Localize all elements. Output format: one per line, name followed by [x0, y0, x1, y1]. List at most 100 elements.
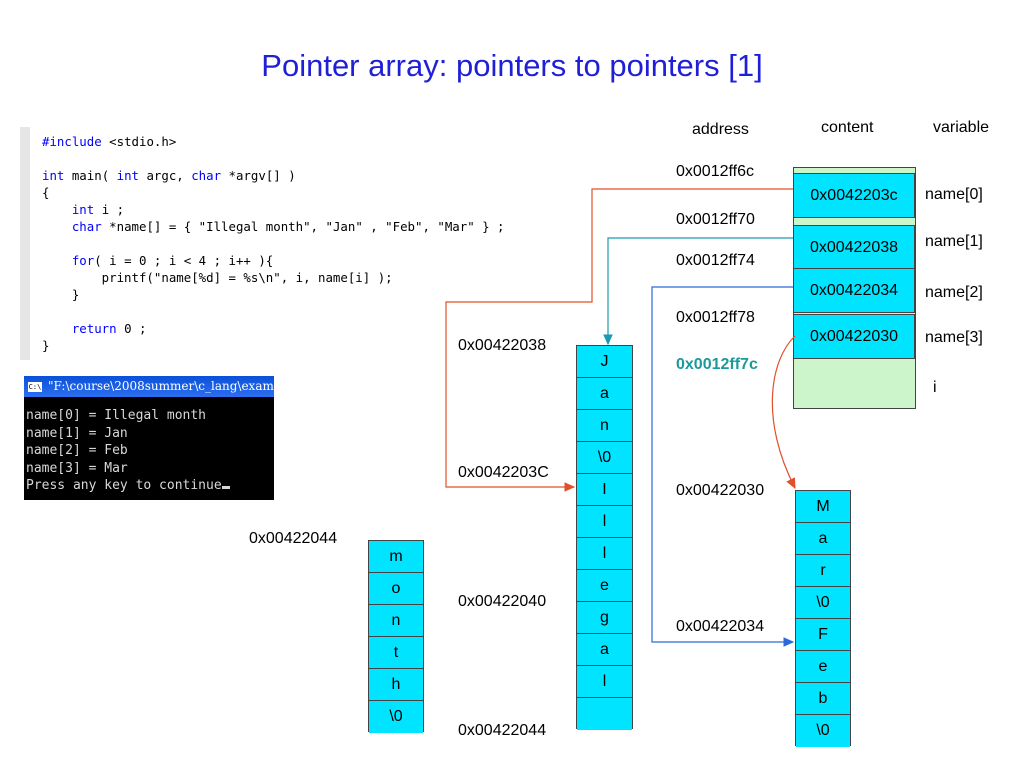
console-cursor	[221, 486, 230, 489]
header-content: content	[821, 119, 874, 136]
code-line: return 0 ;	[42, 320, 568, 337]
console-line: name[0] = Illegal month	[26, 408, 207, 423]
char-cell: \0	[796, 587, 850, 619]
code-token: for	[71, 253, 95, 268]
arrow-name1	[603, 237, 793, 346]
variable-label: name[1]	[925, 233, 983, 250]
char-cell: J	[577, 346, 632, 378]
char-cell: I	[577, 474, 632, 506]
console-title-bar[interactable]: C:\ "F:\course\2008summer\c_lang\exam	[24, 376, 274, 397]
address-label: 0x0012ff6c	[676, 163, 754, 180]
console-icon: C:\	[28, 381, 42, 392]
code-token: }	[42, 338, 50, 353]
code-line: char *name[] = { "Illegal month", "Jan" …	[42, 218, 568, 235]
console-line: name[1] = Jan	[26, 425, 128, 441]
code-token: main(	[64, 168, 117, 183]
code-token: *name[] = { "Illegal month", "Jan" , "Fe…	[101, 219, 505, 234]
code-token: char	[191, 168, 222, 183]
pointer-cell: 0x00422034	[793, 268, 915, 313]
address-label: 0x0012ff70	[676, 211, 755, 228]
code-token: #include	[42, 134, 102, 149]
code-token: argc,	[139, 168, 192, 183]
address-label: 0x0012ff74	[676, 252, 755, 269]
string-address-label: 0x00422034	[676, 618, 765, 635]
string-address-label: 0x00422030	[676, 482, 765, 499]
code-line: printf("name[%d] = %s\n", i, name[i] );	[42, 269, 568, 286]
string-address-label: 0x00422038	[458, 337, 547, 354]
char-cell: M	[796, 491, 850, 523]
char-cell: l	[577, 666, 632, 698]
code-token: int	[42, 168, 65, 183]
char-cell: g	[577, 602, 632, 634]
arrow-name3	[771, 335, 796, 490]
code-token: int	[71, 202, 95, 217]
console-line: Press any key to continue	[26, 478, 222, 493]
code-listing: #include <stdio.h> int main( int argc, ch…	[20, 127, 568, 360]
char-cell: n	[369, 605, 423, 637]
char-cell	[577, 698, 632, 730]
pointer-cell: 0x00422038	[793, 225, 915, 270]
variable-label: name[2]	[925, 284, 983, 301]
char-cell: F	[796, 619, 850, 651]
code-line: }	[42, 337, 568, 354]
arrow-name2	[651, 286, 795, 647]
char-cell: t	[369, 637, 423, 669]
char-cell: h	[369, 669, 423, 701]
code-token: }	[42, 287, 80, 302]
variable-label: name[0]	[925, 186, 983, 203]
code-token: ( i = 0 ; i < 4 ; i++ ){	[94, 253, 274, 268]
pointer-cell: 0x0042203c	[793, 173, 915, 218]
char-cell: n	[577, 410, 632, 442]
code-token: printf("name[%d] = %s\n", i, name[i] );	[42, 270, 393, 285]
code-token: i ;	[94, 202, 125, 217]
string-address-label: 0x00422040	[458, 593, 547, 610]
code-token: char	[71, 219, 102, 234]
code-line: }	[42, 286, 568, 303]
char-cell: b	[796, 683, 850, 715]
console-window: C:\ "F:\course\2008summer\c_lang\exam nam…	[24, 376, 274, 500]
console-title: "F:\course\2008summer\c_lang\exam	[48, 379, 274, 393]
char-cell: a	[577, 378, 632, 410]
code-token: {	[42, 185, 50, 200]
variable-label: name[3]	[925, 329, 983, 346]
char-cell: a	[577, 634, 632, 666]
char-cell: e	[796, 651, 850, 683]
char-cell: r	[796, 555, 850, 587]
console-line: name[3] = Mar	[26, 460, 128, 476]
char-cell: o	[369, 573, 423, 605]
char-cell: l	[577, 506, 632, 538]
char-cell: l	[577, 538, 632, 570]
address-label: 0x0012ff78	[676, 309, 755, 326]
code-line: int i ;	[42, 201, 568, 218]
code-line: #include <stdio.h>	[42, 133, 568, 150]
string-address-label: 0x00422044	[249, 530, 338, 547]
code-line: for( i = 0 ; i < 4 ; i++ ){	[42, 252, 568, 269]
arrow-name0	[445, 188, 793, 492]
char-cell: e	[577, 570, 632, 602]
console-output: name[0] = Illegal month name[1] = Jan na…	[24, 397, 274, 495]
char-cell: \0	[577, 442, 632, 474]
pointer-cell: 0x00422030	[793, 314, 915, 359]
code-token: return	[71, 321, 117, 336]
string-address-label: 0x00422044	[458, 722, 547, 739]
code-token: int	[116, 168, 139, 183]
header-address: address	[692, 121, 749, 138]
code-line: {	[42, 184, 568, 201]
variable-label: i	[933, 379, 937, 396]
code-token: <stdio.h>	[101, 134, 177, 149]
pointer-memory-block: 0x0042203c 0x00422038 0x00422034 0x00422…	[793, 167, 916, 409]
char-cell: a	[796, 523, 850, 555]
address-label-highlight: 0x0012ff7c	[676, 356, 758, 373]
code-token: *argv[] )	[221, 168, 296, 183]
code-line: int main( int argc, char *argv[] )	[42, 167, 568, 184]
char-cell: \0	[796, 715, 850, 747]
code-token: 0 ;	[116, 321, 147, 336]
console-line: name[2] = Feb	[26, 443, 128, 458]
char-cell: m	[369, 541, 423, 573]
char-cell: \0	[369, 701, 423, 733]
string-address-label: 0x0042203C	[458, 464, 549, 481]
